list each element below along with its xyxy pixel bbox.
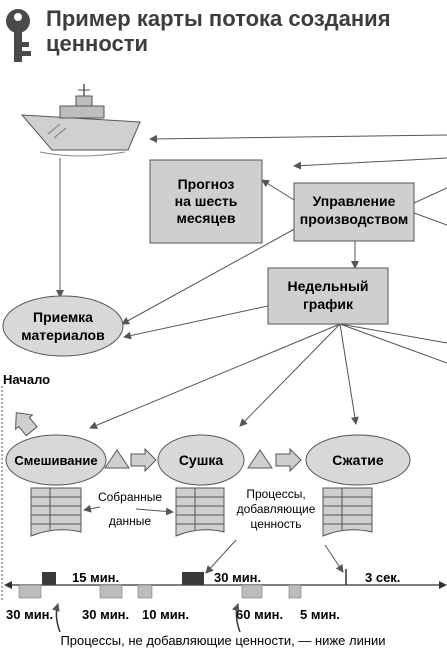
timeline-marker-light <box>18 584 42 599</box>
timeline-marker-light <box>99 584 123 599</box>
weekly-schedule-label-2: график <box>303 296 354 312</box>
forecast-label-2: на шесть <box>175 193 238 209</box>
push-arrow-icon <box>275 447 302 473</box>
connectors <box>1 134 447 600</box>
timeline-marker-dark <box>42 572 56 585</box>
start-label: Начало <box>3 372 50 387</box>
header: Пример карты потока создания ценности <box>0 0 447 70</box>
timeline-upper-label: 3 сек. <box>365 570 400 585</box>
receiving-label-2: материалов <box>21 327 105 343</box>
document-icon <box>30 487 82 537</box>
receiving-label-1: Приемка <box>33 309 93 325</box>
forecast-label-3: месяцев <box>177 210 236 226</box>
timeline-lower-label: 5 мин. <box>300 607 340 622</box>
forecast-label-1: Прогноз <box>178 176 235 192</box>
timeline: 15 мин. 30 мин. 3 сек. 30 мин. 30 мин. 1… <box>4 569 447 622</box>
pressing-label: Сжатие <box>332 452 384 468</box>
receiving-node: Приемка материалов <box>2 295 124 357</box>
weekly-schedule-label-1: Недельный <box>287 278 368 294</box>
mixing-node: Смешивание <box>5 434 107 486</box>
footer-caption: Процессы, не добавляющие ценности, — ниж… <box>60 633 385 648</box>
key-icon <box>6 9 31 62</box>
triangle-icon <box>104 449 130 469</box>
value-adding-label-1: Процессы, <box>246 487 305 501</box>
production-control-box: Управление производством <box>293 182 415 242</box>
document-icon <box>175 487 225 537</box>
timeline-marker-dark <box>182 572 204 585</box>
below-line-pointers <box>51 603 241 633</box>
timeline-upper-label: 15 мин. <box>72 570 119 585</box>
timeline-lower-label: 60 мин. <box>236 607 283 622</box>
timeline-lower-label: 30 мин. <box>6 607 53 622</box>
mixing-label: Смешивание <box>14 453 97 468</box>
collected-data-label-2: данные <box>109 514 152 528</box>
forecast-box: Прогноз на шесть месяцев <box>149 159 263 244</box>
production-control-label-1: Управление <box>313 193 396 209</box>
timeline-lower-label: 30 мин. <box>82 607 129 622</box>
push-arrow-icon <box>130 447 157 473</box>
production-control-label-2: производством <box>300 211 408 227</box>
value-adding-label-3: ценность <box>250 517 301 531</box>
collected-data-label-1: Собранные <box>98 490 162 504</box>
triangle-icon <box>247 449 273 469</box>
value-adding-label-2: добавляющие <box>237 502 316 516</box>
timeline-marker-light <box>137 584 153 599</box>
pressing-node: Сжатие <box>305 434 411 486</box>
timeline-marker-light <box>288 584 302 599</box>
document-icon <box>322 487 373 537</box>
timeline-upper-label: 30 мин. <box>214 570 261 585</box>
timeline-lower-label: 10 мин. <box>142 607 189 622</box>
page-title: Пример карты потока создания ценности <box>46 6 391 56</box>
weekly-schedule-box: Недельный график <box>267 267 389 325</box>
drying-node: Сушка <box>157 434 245 486</box>
drying-label: Сушка <box>179 452 224 468</box>
ship-icon <box>20 84 141 157</box>
timeline-marker-light <box>241 584 263 599</box>
push-arrow-icon <box>15 412 38 437</box>
